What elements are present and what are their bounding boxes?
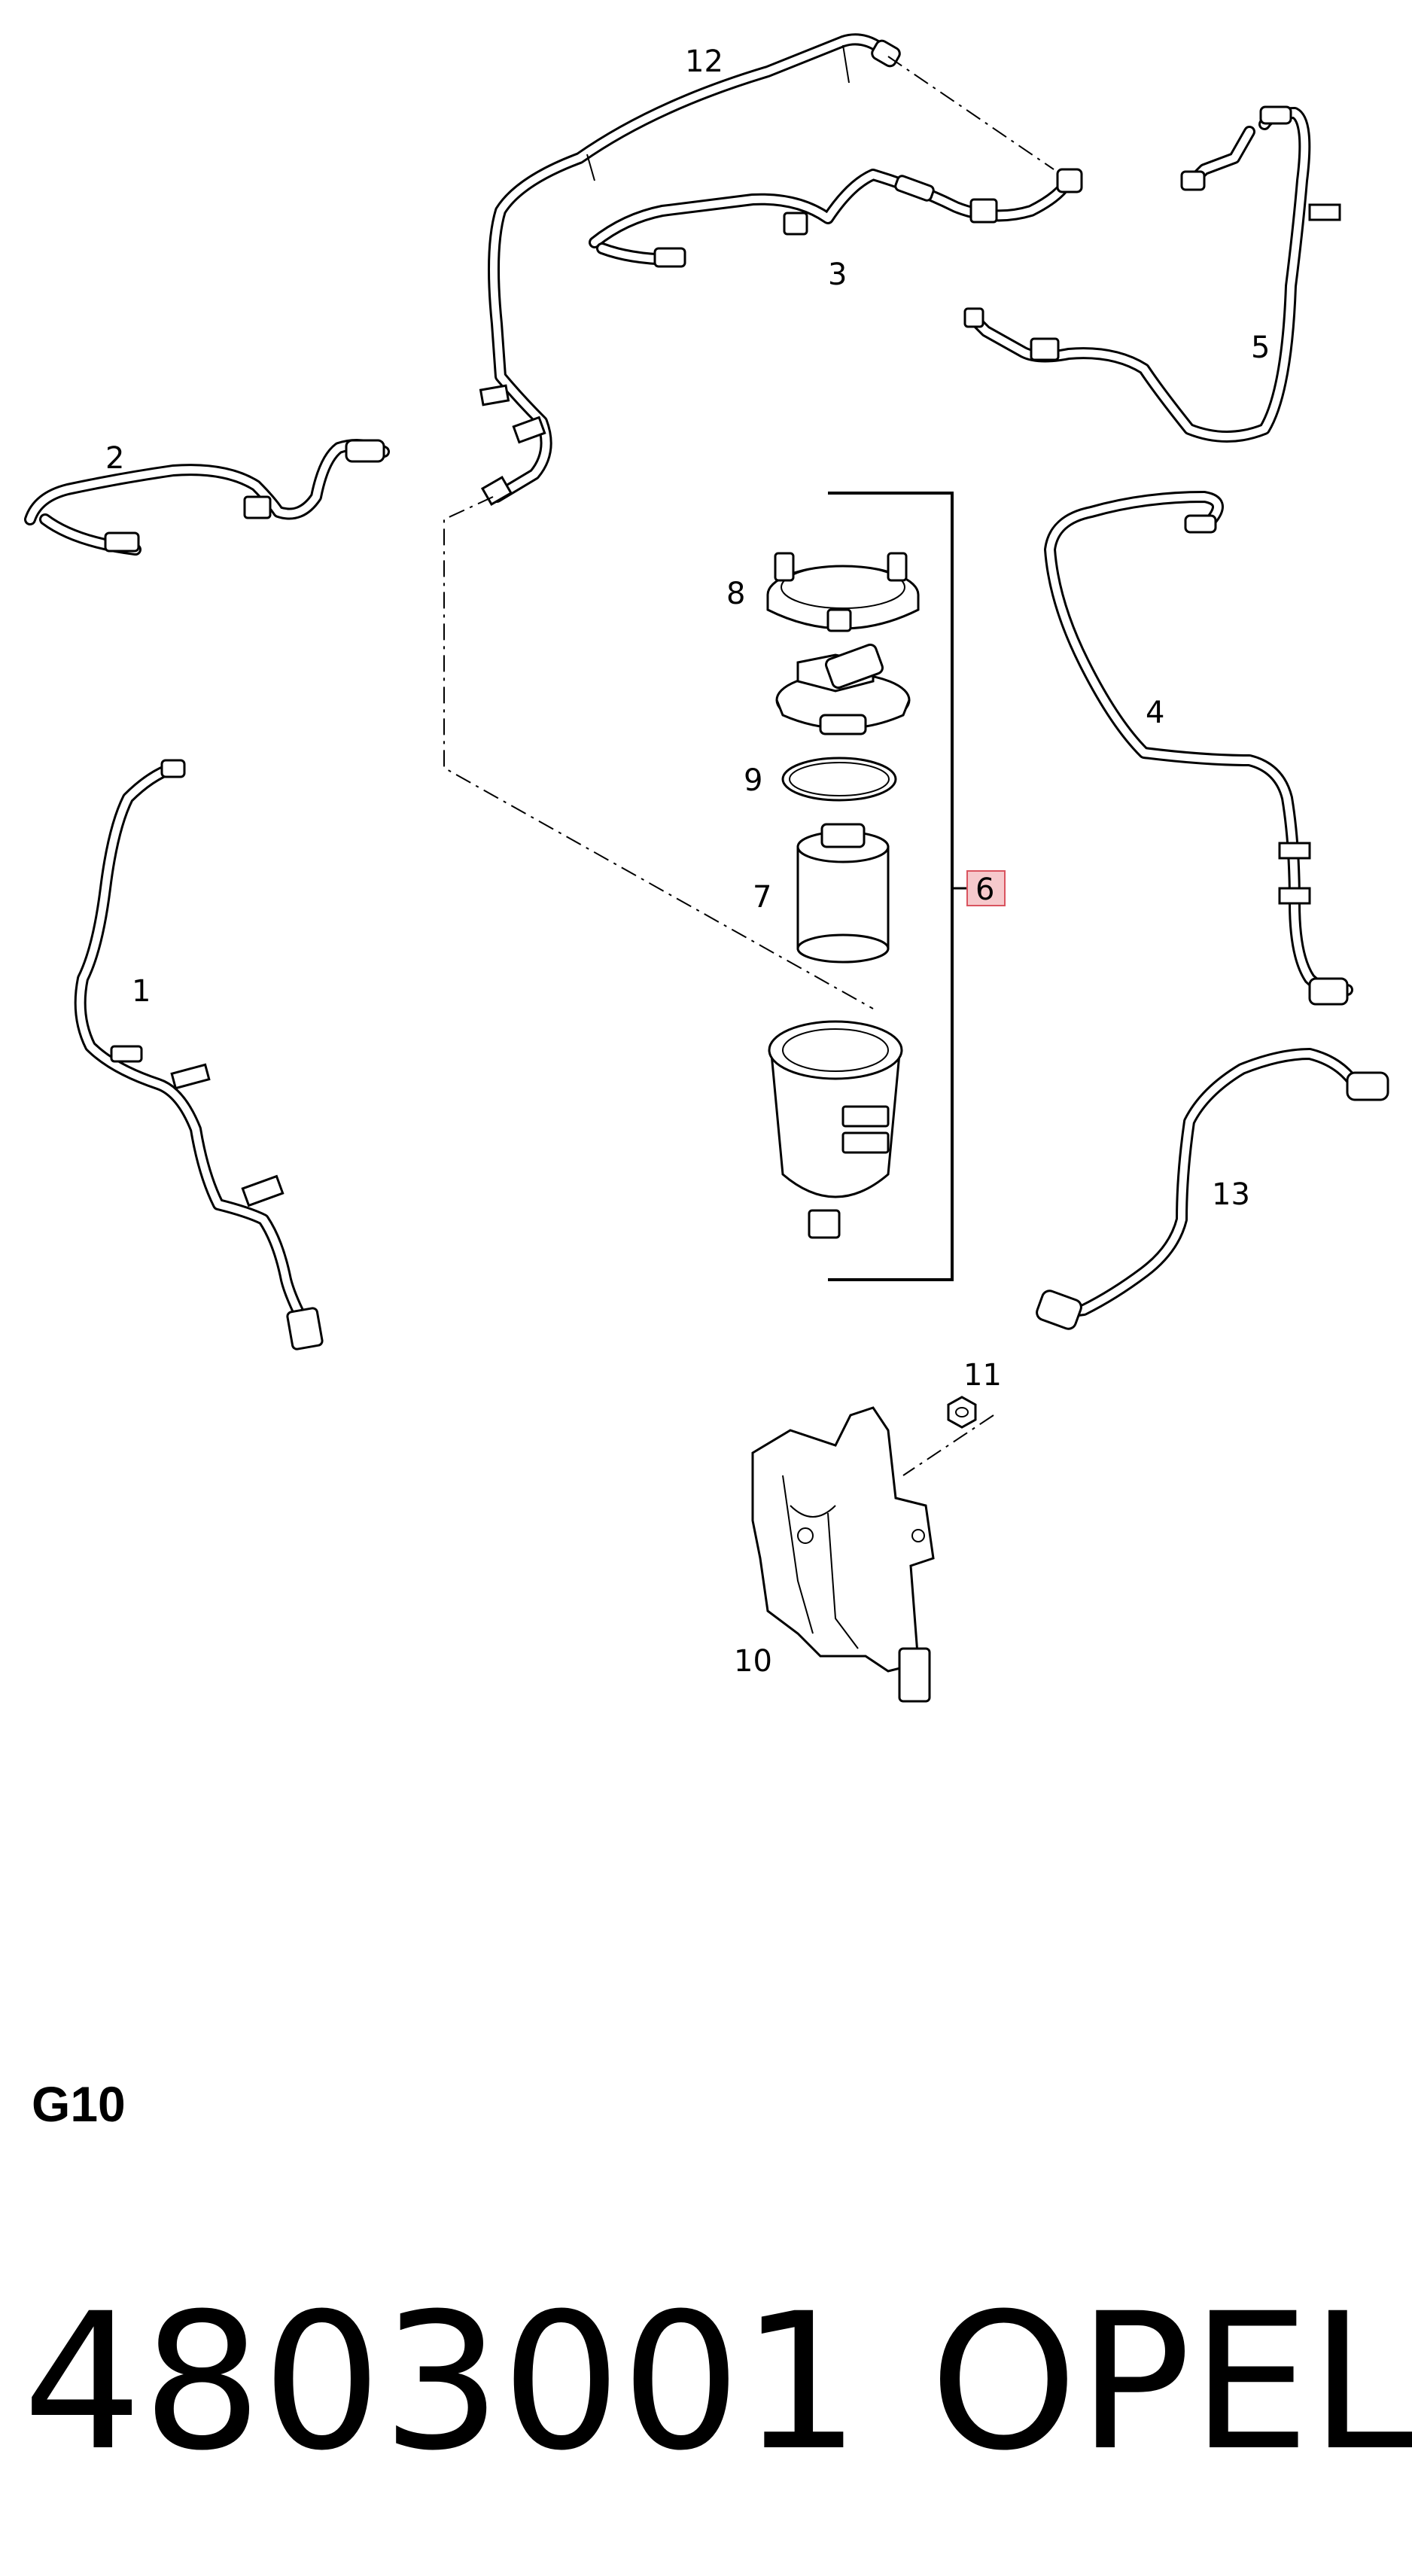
guide-lines [443, 56, 1054, 1476]
callout-3[interactable]: 3 [828, 257, 847, 292]
callout-8[interactable]: 8 [726, 577, 745, 611]
diagram-code: G10 [32, 2076, 126, 2132]
part-number: 4803001 [23, 2273, 861, 2492]
callout-2[interactable]: 2 [105, 441, 124, 476]
filter-head [775, 643, 911, 735]
footer: 4803001 OPEL [23, 2273, 1412, 2492]
filter-housing [768, 1020, 903, 1239]
callout-6-highlight [966, 870, 1006, 906]
callout-7[interactable]: 7 [753, 880, 771, 915]
callouts: 12 3 5 2 8 4 9 6 7 1 13 11 10 [105, 44, 1270, 1679]
callout-12[interactable]: 12 [685, 44, 723, 79]
assembly-bracket [828, 492, 967, 1281]
part-7-filter-cartridge [796, 823, 890, 964]
part-10-mounting-bracket [751, 1406, 935, 1703]
callout-4[interactable]: 4 [1146, 696, 1164, 730]
callout-10[interactable]: 10 [734, 1644, 772, 1679]
hose-3 [589, 168, 1083, 268]
callout-9[interactable]: 9 [744, 763, 762, 798]
part-9-o-ring [781, 757, 897, 802]
hose-5 [963, 105, 1341, 443]
callout-5[interactable]: 5 [1251, 330, 1270, 365]
parts-diagram: 12 3 5 2 8 4 9 6 7 1 13 11 10 [24, 33, 1389, 1703]
callout-13[interactable]: 13 [1212, 1177, 1250, 1212]
hose-2 [24, 439, 390, 556]
brand-name: OPEL [930, 2273, 1412, 2492]
hose-13 [1036, 1048, 1389, 1330]
hose-4 [1044, 491, 1353, 1006]
callout-11[interactable]: 11 [963, 1358, 1002, 1393]
part-8-lock-ring [766, 552, 920, 632]
callout-1[interactable]: 1 [132, 974, 151, 1009]
hose-1 [74, 759, 324, 1350]
callout-6[interactable]: 6 [975, 872, 994, 907]
part-11-nut [947, 1396, 977, 1429]
